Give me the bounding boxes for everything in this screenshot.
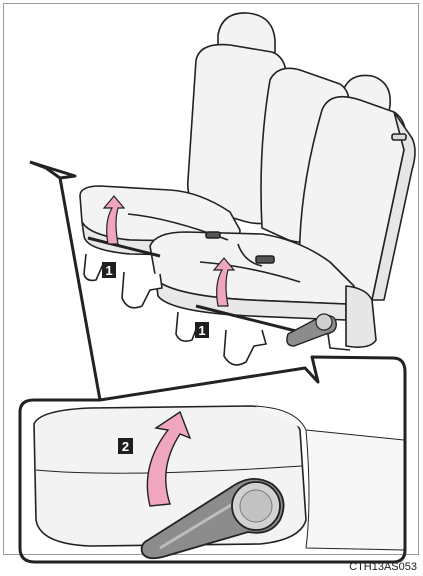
recline-lever-small-hub [316, 314, 332, 330]
seat-leg-left-front [84, 254, 104, 280]
seat-leg-right-rear [224, 330, 266, 365]
seat-leg-left-rear [122, 272, 162, 308]
seat-leg-right-front [176, 312, 198, 341]
recline-lever-large-hub-inner [240, 490, 272, 522]
figure-code: CTH13AS053 [349, 561, 417, 573]
rear-seat [80, 13, 415, 365]
svg-text:1: 1 [105, 263, 112, 278]
step-badge-1-left: 1 [102, 262, 116, 278]
belt-buckle-2 [256, 256, 274, 263]
belt-buckle-1 [206, 232, 220, 238]
step-badge-1-right: 1 [195, 322, 209, 338]
svg-text:1: 1 [198, 323, 205, 338]
svg-text:2: 2 [122, 439, 129, 454]
step-badge-2: 2 [118, 438, 133, 454]
seatback-latch [392, 134, 406, 140]
